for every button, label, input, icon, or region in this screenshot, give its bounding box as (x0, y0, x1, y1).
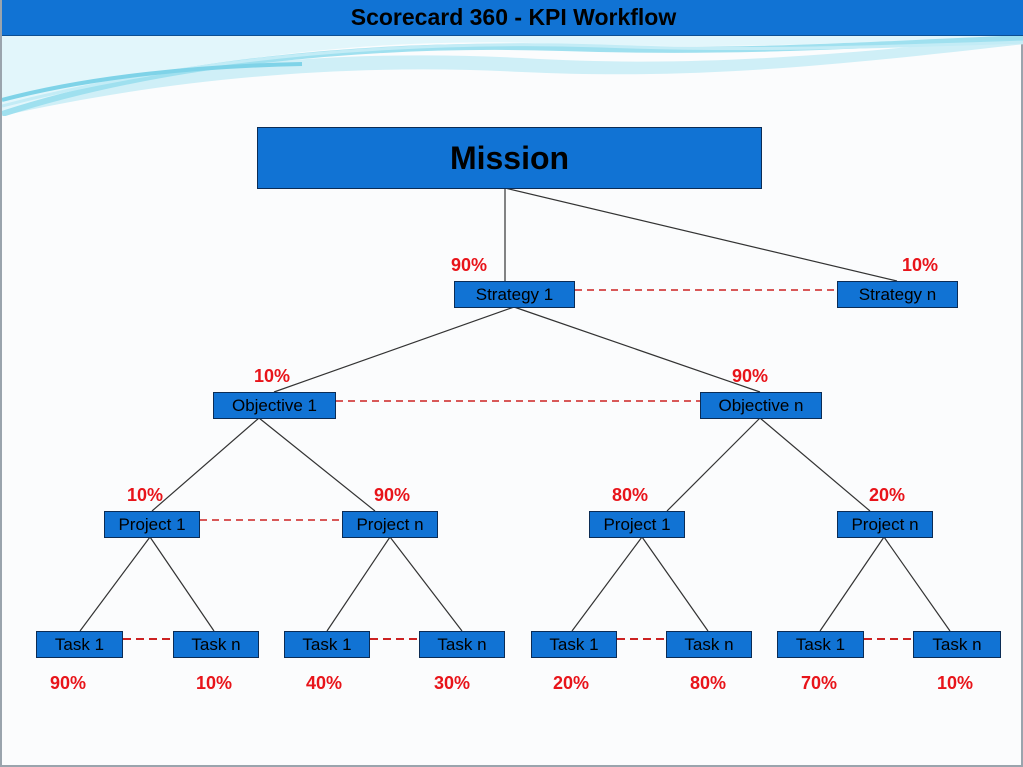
edge-mission-strategy-n (504, 187, 898, 282)
objective-n-weight: 90% (731, 366, 769, 386)
task-1d-label: Task 1 (795, 634, 846, 654)
decorative-wave (2, 36, 1023, 116)
project-na-weight: 90% (373, 485, 411, 505)
task-1c-weight: 20% (552, 673, 590, 693)
strategy-1-weight: 90% (450, 255, 488, 275)
project-nb-label: Project n (851, 514, 919, 534)
strategy-n-label: Strategy n (858, 284, 937, 304)
project-1b-label: Project 1 (603, 514, 671, 534)
task-1b-box[interactable]: Task 1 (284, 631, 370, 658)
task-nd-weight: 10% (936, 673, 974, 693)
edge-project-task (326, 536, 391, 632)
objective-n-box[interactable]: Objective n (700, 392, 822, 419)
task-nc-weight: 80% (689, 673, 727, 693)
task-1b-label: Task 1 (302, 634, 352, 654)
edge-objectiven-projectn (759, 417, 871, 512)
task-1b-weight: 40% (305, 673, 343, 693)
project-1a-box[interactable]: Project 1 (104, 511, 200, 538)
task-1c-box[interactable]: Task 1 (531, 631, 617, 658)
task-1d-weight: 70% (800, 673, 838, 693)
project-na-box[interactable]: Project n (342, 511, 438, 538)
edge-project-task (79, 536, 151, 632)
task-nb-box[interactable]: Task n (419, 631, 505, 658)
task-nb-label: Task n (437, 634, 487, 654)
page-title: Scorecard 360 - KPI Workflow (350, 4, 677, 30)
edge-objective1-projectn (258, 417, 376, 512)
task-1d-box[interactable]: Task 1 (777, 631, 864, 658)
task-na-label: Task n (191, 634, 241, 654)
title-bar: Scorecard 360 - KPI Workflow (2, 0, 1023, 36)
mission-label: Mission (449, 139, 570, 176)
task-1c-label: Task 1 (549, 634, 599, 654)
project-1a-weight: 10% (126, 485, 164, 505)
edge-project-task (641, 536, 709, 632)
objective-n-label: Objective n (718, 395, 804, 415)
task-na-box[interactable]: Task n (173, 631, 259, 658)
edge-project-task (149, 536, 215, 632)
project-1b-box[interactable]: Project 1 (589, 511, 685, 538)
strategy-1-box[interactable]: Strategy 1 (454, 281, 575, 308)
project-1a-label: Project 1 (118, 514, 186, 534)
task-nd-label: Task n (932, 634, 982, 654)
strategy-n-box[interactable]: Strategy n (837, 281, 958, 308)
task-na-weight: 10% (195, 673, 233, 693)
project-na-label: Project n (356, 514, 424, 534)
edge-project-task (819, 536, 885, 632)
mission-box[interactable]: Mission (257, 127, 762, 189)
edge-objectiven-project1 (666, 417, 761, 512)
edge-objective1-project1 (151, 417, 260, 512)
objective-1-label: Objective 1 (231, 395, 318, 415)
task-nd-box[interactable]: Task n (913, 631, 1001, 658)
edge-project-task (883, 536, 951, 632)
edge-project-task (571, 536, 643, 632)
task-1a-box[interactable]: Task 1 (36, 631, 123, 658)
project-nb-weight: 20% (868, 485, 906, 505)
strategy-1-label: Strategy 1 (475, 284, 554, 304)
task-1a-weight: 90% (49, 673, 87, 693)
objective-1-box[interactable]: Objective 1 (213, 392, 336, 419)
project-1b-weight: 80% (611, 485, 649, 505)
task-nc-box[interactable]: Task n (666, 631, 752, 658)
edge-strategy-objective-1 (273, 306, 515, 393)
objective-1-weight: 10% (253, 366, 291, 386)
task-nc-label: Task n (684, 634, 734, 654)
edge-strategy-objective-n (513, 306, 761, 393)
task-1a-label: Task 1 (54, 634, 105, 654)
project-nb-box[interactable]: Project n (837, 511, 933, 538)
task-nb-weight: 30% (433, 673, 471, 693)
edge-project-task (389, 536, 463, 632)
strategy-n-weight: 10% (901, 255, 939, 275)
